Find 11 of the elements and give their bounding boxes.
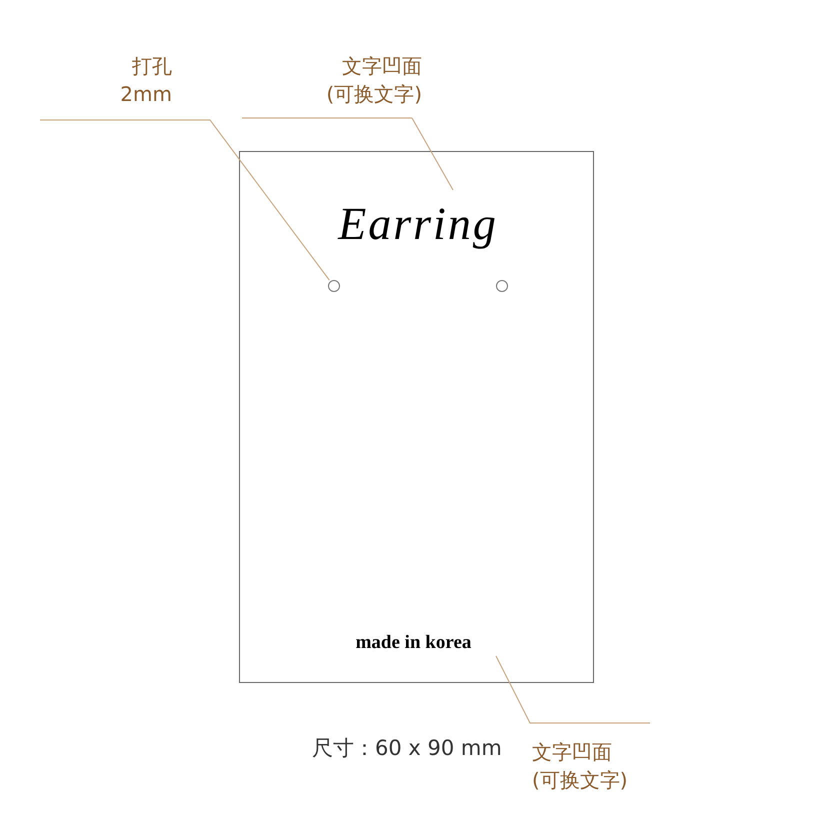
leader-line [242, 118, 454, 190]
callout-label: 文字凹面 (可换文字) [242, 40, 422, 118]
card-outline [239, 151, 594, 683]
leader-line [496, 656, 650, 724]
callout-label: 打孔 2mm [40, 50, 210, 120]
dimension-text: 尺寸：60 x 90 mm [312, 735, 502, 762]
leader-line [40, 120, 330, 281]
punch-hole [496, 280, 508, 292]
punch-hole [328, 280, 340, 292]
card-title: Earring [323, 191, 513, 257]
card-text: made in korea [331, 629, 496, 657]
